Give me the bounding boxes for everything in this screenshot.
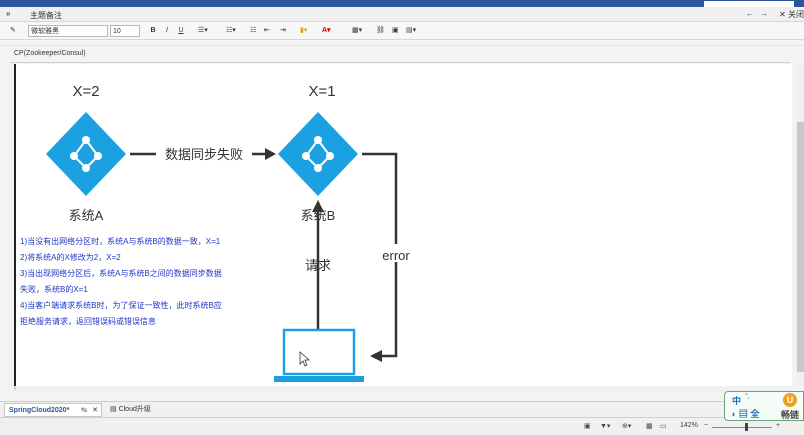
forward-arrow-icon[interactable]: →	[760, 9, 774, 18]
image-icon[interactable]: ▣	[392, 27, 399, 34]
note-canvas[interactable]: X=2 X=1 数据同步失	[14, 64, 804, 392]
tab-label: Cloud升级	[118, 406, 151, 413]
more-icon[interactable]: ▤▾	[406, 27, 417, 34]
description-block: 1)当没有出网络分区时，系统A与系统B的数据一致，X=1 2)将系统A的X修改为…	[20, 234, 290, 330]
italic-button[interactable]: I	[166, 27, 168, 34]
zoom-in-button[interactable]: +	[776, 422, 781, 429]
table-icon[interactable]: ▦▾	[352, 27, 363, 34]
error-label-bg	[376, 244, 416, 262]
pane-title: 主题备注	[30, 11, 62, 20]
underline-button[interactable]: U	[178, 27, 184, 34]
ime-options[interactable]: ◗ ▤ 全	[731, 409, 760, 419]
zoom-out-button[interactable]: −	[704, 422, 709, 429]
request-label: 请求	[305, 258, 331, 273]
description-line: 2)将系统A的X修改为2，X=2	[20, 253, 121, 262]
label-a-value: X=2	[72, 83, 99, 100]
collapse-pane-button[interactable]: »	[6, 9, 11, 18]
font-size-select[interactable]: 10	[110, 25, 140, 37]
label-b-value: X=1	[308, 83, 335, 100]
note-title: CP(Zookeeper/Consul)	[14, 50, 86, 57]
node-a-name: 系统A	[69, 208, 104, 223]
request-arrowhead	[312, 200, 324, 212]
link-icon[interactable]: ⛓	[376, 27, 385, 34]
format-brush-icon[interactable]: ✎	[10, 27, 16, 34]
layout-icon[interactable]: ⊕▾	[622, 423, 632, 430]
zoom-slider[interactable]	[712, 427, 772, 428]
status-bar: ▣ ▼▾ ⊕▾ ▦ ▭ 142% − +	[0, 417, 804, 435]
search-box[interactable]	[704, 1, 794, 7]
view-normal-icon[interactable]: ▦	[646, 423, 653, 430]
close-pane-button[interactable]: ✕ 关闭	[779, 10, 804, 19]
horizontal-scrollbar[interactable]: ‹	[14, 385, 792, 392]
node-b-icon	[278, 112, 358, 196]
indent-increase-icon[interactable]: ⇥	[280, 27, 286, 34]
description-line: 失败，系统B的X=1	[20, 285, 88, 294]
font-color-icon[interactable]: A▾	[322, 27, 331, 34]
align-icon[interactable]: ☰▾	[198, 27, 208, 34]
description-line: 4)当客户端请求系统B时，为了保证一致性，此时系统B应	[20, 301, 222, 310]
bold-button[interactable]: B	[150, 27, 156, 34]
cap-diagram: X=2 X=1 数据同步失	[46, 83, 416, 382]
divider	[0, 45, 804, 46]
ime-punctuation-icon[interactable]: °,	[745, 393, 750, 400]
error-arrowhead	[370, 350, 382, 362]
pin-icon[interactable]: ↹	[81, 407, 87, 414]
format-toolbar: ✎ 微软雅黑 10 B I U ☰▾ ☷▾ ☷ ⇤ ⇥ ▮▾ A▾ ▦▾ ⛓ ▣…	[0, 22, 804, 40]
font-name-select[interactable]: 微软雅黑	[28, 25, 108, 37]
divider	[14, 64, 16, 386]
view-outline-icon[interactable]: ▭	[660, 423, 667, 430]
close-tab-icon[interactable]: ✕	[92, 407, 98, 414]
window-title-strip	[0, 0, 804, 7]
nav-buttons: ←→	[746, 9, 774, 18]
highlight-color-icon[interactable]: ▮▾	[300, 27, 308, 34]
divider	[10, 62, 790, 63]
sync-fail-label: 数据同步失败	[165, 147, 243, 162]
scroll-left-icon[interactable]: ‹	[14, 385, 17, 392]
back-arrow-icon[interactable]: ←	[746, 9, 760, 18]
ime-toolbar[interactable]: 中 °, ◗ ▤ 全 U 畅链	[724, 391, 804, 421]
mouse-cursor-icon	[299, 351, 311, 367]
description-line: 拒绝服务请求，返回错误码或错误信息	[20, 317, 156, 326]
tab-cloud-upgrade[interactable]: ▤ Cloud升级	[106, 403, 158, 417]
description-line: 3)当出现网络分区后，系统A与系统B之间的数据同步数据	[20, 269, 222, 278]
laptop-icon	[274, 328, 364, 382]
bullet-list-icon[interactable]: ☷▾	[226, 27, 236, 34]
ime-brand: 畅链	[780, 410, 799, 420]
ime-logo-icon: U	[783, 393, 797, 407]
vertical-scrollbar[interactable]	[795, 64, 804, 386]
tab-label: SpringCloud2020*	[9, 407, 70, 414]
indent-decrease-icon[interactable]: ⇤	[264, 27, 270, 34]
zoom-slider-thumb[interactable]	[745, 423, 748, 431]
filter-icon[interactable]: ▼▾	[600, 423, 611, 430]
sync-arrowhead	[265, 148, 276, 160]
notes-pane-header: » 主题备注 ←→ ✕ 关闭	[0, 7, 804, 22]
error-label: error	[382, 248, 410, 263]
document-tab-bar: SpringCloud2020* ↹ ✕ ▤ Cloud升级	[0, 401, 804, 417]
description-line: 1)当没有出网络分区时，系统A与系统B的数据一致，X=1	[20, 237, 221, 246]
node-a-icon	[46, 112, 126, 196]
numbered-list-icon[interactable]: ☷	[250, 27, 257, 34]
document-icon: ▤	[110, 406, 119, 413]
zoom-level: 142%	[680, 422, 698, 429]
scrollbar-thumb[interactable]	[797, 122, 804, 372]
ime-language[interactable]: 中	[732, 396, 742, 406]
fit-icon[interactable]: ▣	[584, 423, 591, 430]
tab-springcloud2020[interactable]: SpringCloud2020* ↹ ✕	[4, 403, 102, 417]
